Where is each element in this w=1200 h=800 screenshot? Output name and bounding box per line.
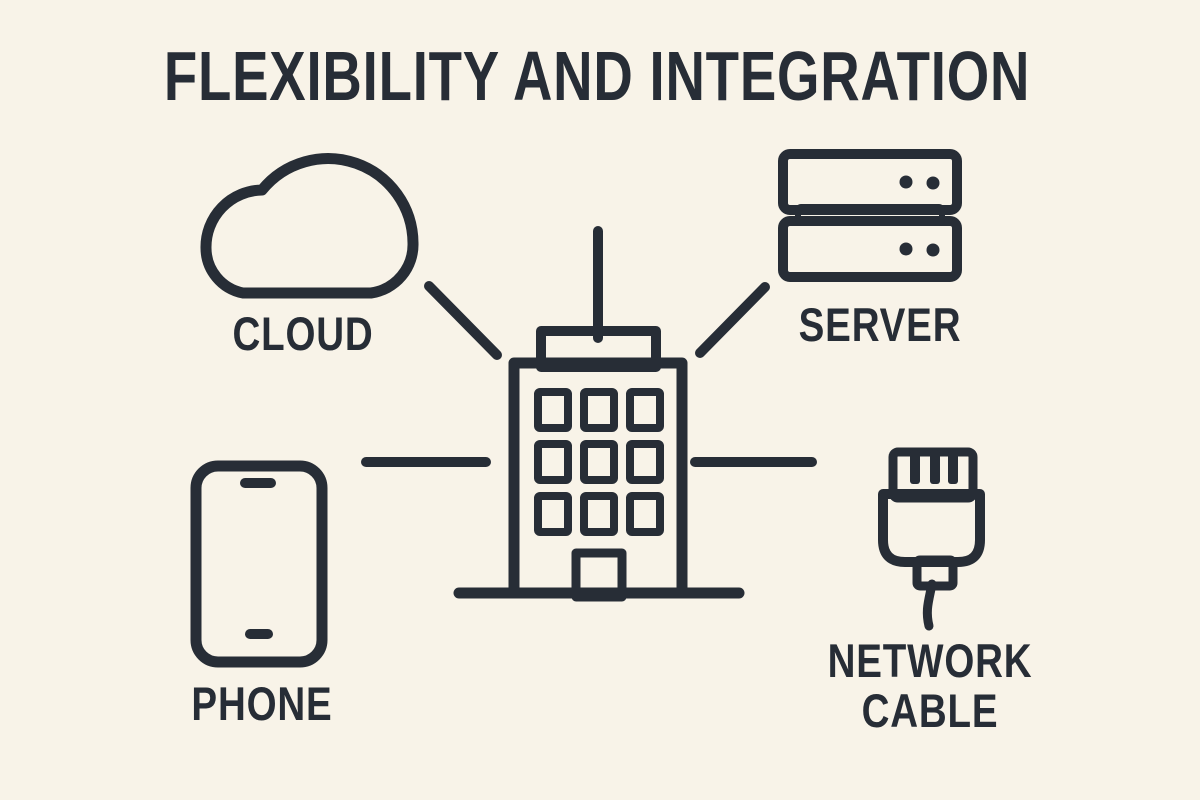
building-icon [453, 326, 745, 602]
server-led [899, 242, 913, 256]
building-windows [534, 388, 664, 536]
server-led [926, 243, 940, 257]
building-window [534, 492, 572, 536]
network-cable-icon [878, 447, 985, 631]
building-window [580, 388, 618, 432]
cable-pin [948, 450, 958, 484]
cable-pin [910, 450, 920, 484]
phone-home-bar [245, 629, 273, 639]
cloud-icon [200, 153, 419, 299]
building-window [626, 440, 664, 484]
phone-icon [190, 460, 328, 668]
poster-title: FLEXIBILITY AND INTEGRATION [163, 37, 1031, 115]
cable-pin [930, 450, 940, 484]
building-window [534, 388, 572, 432]
cable-plug-body [878, 489, 985, 567]
phone-body [190, 460, 328, 668]
line-server-building [695, 282, 770, 358]
server-led [899, 175, 913, 189]
network-cable-label-line2: CABLE [861, 684, 999, 737]
cloud-shape [200, 153, 419, 299]
building-window [534, 440, 572, 484]
phone-label: PHONE [191, 677, 333, 730]
server-vent-strip [795, 204, 945, 226]
building-window [626, 388, 664, 432]
server-icon [778, 149, 962, 282]
building-window [580, 440, 618, 484]
server-led [926, 176, 940, 190]
phone-speaker [240, 478, 276, 488]
building-window [626, 492, 664, 536]
network-cable-label: NETWORK CABLE [828, 636, 1033, 736]
network-cable-label-line1: NETWORK [827, 634, 1033, 687]
server-label: SERVER [798, 298, 962, 351]
line-cloud-building [424, 281, 502, 360]
building-window [580, 492, 618, 536]
connector-lines [361, 226, 817, 467]
cloud-label: CLOUD [232, 307, 374, 360]
